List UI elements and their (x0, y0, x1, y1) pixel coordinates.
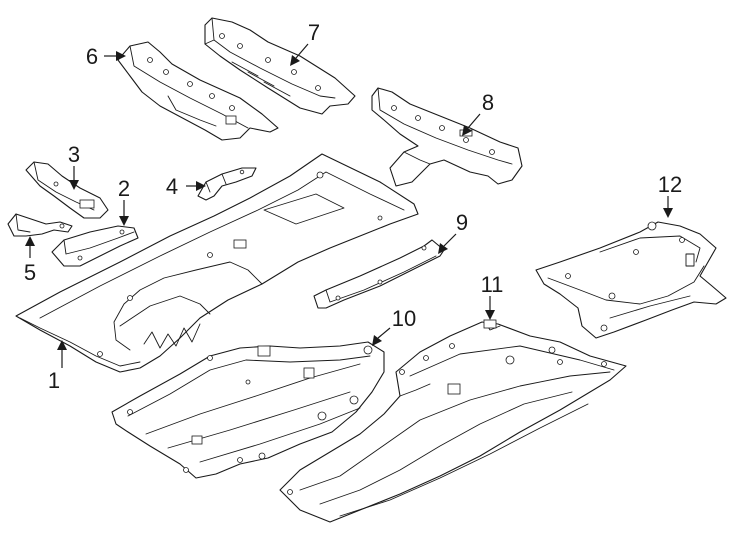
callout-6: 6 (86, 44, 126, 69)
part-6-bracket (117, 41, 279, 141)
callout-3: 3 (68, 142, 80, 190)
part-7-rail (204, 17, 356, 115)
callout-label-3: 3 (68, 142, 80, 167)
part-2-reinforcement (51, 225, 139, 267)
callout-label-7: 7 (308, 20, 320, 45)
callout-8: 8 (462, 90, 494, 136)
callout-label-10: 10 (392, 306, 416, 331)
callout-7: 7 (290, 20, 320, 66)
callout-2: 2 (118, 176, 130, 226)
part-3-bracket (25, 161, 109, 219)
callout-12: 12 (658, 172, 682, 218)
part-9-crossmember (313, 239, 445, 309)
callout-11: 11 (481, 272, 504, 320)
part-1-floor-pan (15, 153, 419, 373)
callout-label-2: 2 (118, 176, 130, 201)
callout-label-4: 4 (166, 174, 178, 199)
callout-label-8: 8 (482, 90, 494, 115)
part-5-bracket (7, 213, 73, 237)
part-10-shield (111, 341, 385, 479)
part-12-shield (535, 221, 727, 339)
callout-label-9: 9 (456, 210, 468, 235)
callout-5: 5 (24, 236, 36, 285)
part-8-rail (371, 87, 523, 187)
callout-label-5: 5 (24, 260, 36, 285)
callout-1: 1 (48, 340, 67, 393)
callout-4: 4 (166, 174, 206, 199)
part-11-shield (279, 319, 627, 523)
callout-label-1: 1 (48, 368, 60, 393)
callout-10: 10 (372, 306, 416, 346)
callout-label-12: 12 (658, 172, 682, 197)
part-4-bracket (197, 167, 257, 201)
callout-9: 9 (438, 210, 468, 254)
callout-label-11: 11 (481, 272, 504, 297)
callout-label-6: 6 (86, 44, 98, 69)
